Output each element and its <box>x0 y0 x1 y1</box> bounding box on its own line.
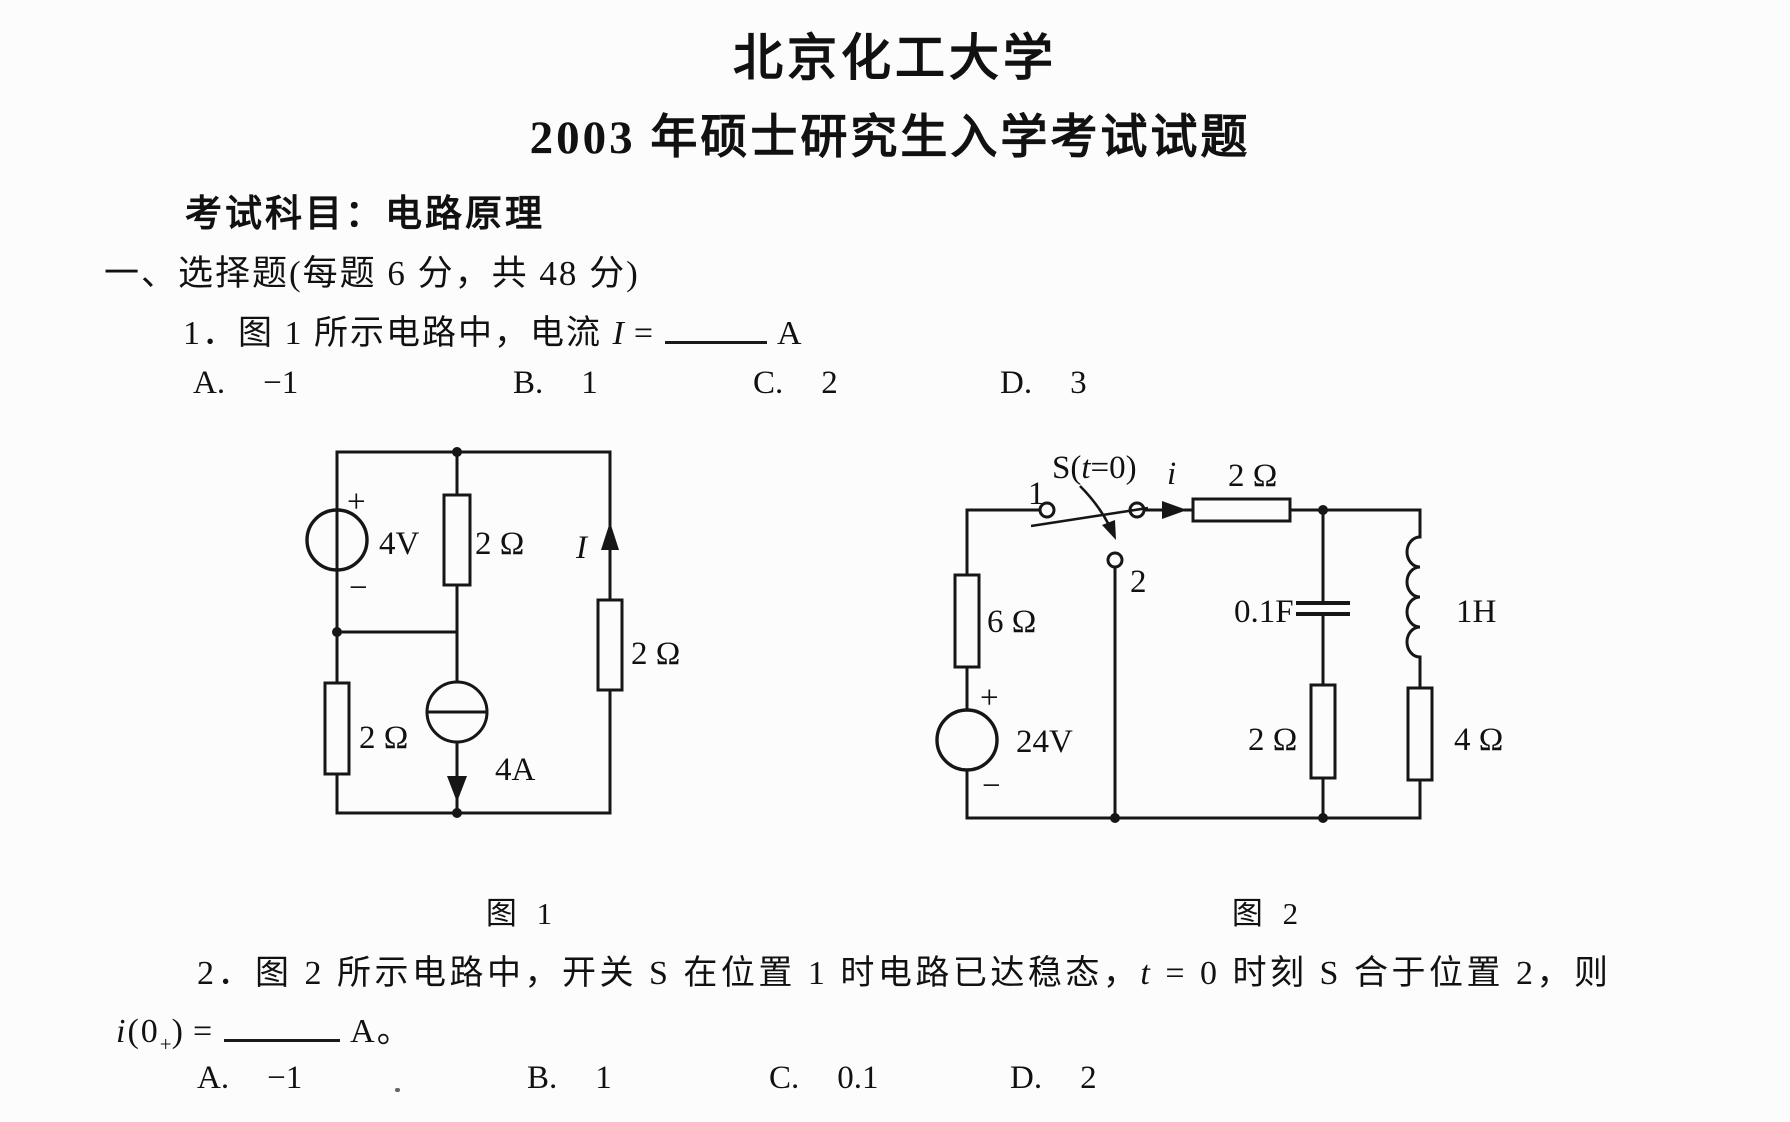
fig2-switch-motion-arrow <box>1102 520 1116 540</box>
fig1-right-resistor: 2 Ω <box>596 598 680 692</box>
fig1-middle-resistor-label: 2 Ω <box>475 526 524 562</box>
fig2-series-resistor-label: 2 Ω <box>1228 458 1277 494</box>
fig1-middle-resistor: 2 Ω <box>442 493 524 587</box>
fig2-minus-sign: − <box>982 768 1001 804</box>
figure-1-caption: 图 1 <box>485 896 559 931</box>
fig2-plus-sign: + <box>980 680 999 716</box>
q1-equals: = <box>633 315 656 352</box>
q1-option-a-value: −1 <box>263 365 299 401</box>
fig2-current-variable: i <box>1167 456 1176 492</box>
fig1-left-resistor-label: 2 Ω <box>359 720 408 756</box>
fig2-switch: 1 2 S(t=0) <box>1028 450 1149 600</box>
fig1-voltage-source-label: 4V <box>379 526 420 562</box>
q2-option-b-value: 1 <box>595 1060 612 1096</box>
q2-option-c: C. 0.1 <box>769 1060 879 1097</box>
fig1-current-source-arrow <box>447 776 467 802</box>
fig2-node-dots <box>1110 505 1328 823</box>
q1-unit: A <box>777 315 804 352</box>
fig1-current-source-label: 4A <box>495 752 536 788</box>
q2-option-b: B. 1 <box>527 1060 612 1097</box>
fig2-switch-terminal-2 <box>1106 551 1124 569</box>
q1-answer-blank <box>665 309 768 344</box>
page-title: 北京化工大学 <box>733 30 1057 86</box>
fig1-wires <box>335 450 612 815</box>
question-2-prompt: 2．图 2 所示电路中，开关 S 在位置 1 时电路已达稳态，t = 0 时刻 … <box>197 945 1611 994</box>
fig2-left-resistor: 6 Ω <box>953 573 1036 669</box>
fig2-inductor: 1H <box>1405 535 1496 659</box>
fig1-plus-sign: + <box>347 484 366 520</box>
q2-option-a: A. −1 <box>197 1060 302 1097</box>
q1-option-c-value: 2 <box>821 365 838 401</box>
fig1-minus-sign: − <box>349 570 368 606</box>
figure-1-circuit-diagram: + − 4V 2 Ω 2 Ω 2 Ω 4A I <box>305 447 680 818</box>
fig2-voltage-source: + − 24V <box>935 680 1073 804</box>
scan-speck <box>395 1088 400 1092</box>
section-heading: 一、选择题(每题 6 分，共 48 分) <box>104 254 640 293</box>
q2-text-2: = 0 时刻 S 合于位置 2，则 <box>1153 955 1612 992</box>
q2-option-a-label: A. <box>197 1060 230 1096</box>
q2-expr-close: ) <box>171 1013 185 1050</box>
question-1-prompt: 1．图 1 所示电路中，电流 I= A <box>183 305 804 354</box>
subject-line: 考试科目：电路原理 <box>185 193 545 234</box>
q1-text: 1．图 1 所示电路中，电流 <box>183 315 602 352</box>
fig2-position-2-label: 2 <box>1130 564 1147 600</box>
fig1-voltage-source: + − 4V <box>305 484 420 606</box>
q2-option-d: D. 2 <box>1010 1060 1097 1097</box>
q2-option-d-label: D. <box>1010 1060 1043 1096</box>
fig1-node-dots <box>332 447 462 818</box>
q2-expr-subscript: + <box>159 1032 172 1056</box>
question-2-expression: i(0+)= A。 <box>116 1003 413 1057</box>
q1-current-variable: I <box>612 315 626 352</box>
q2-time-variable: t <box>1140 955 1154 992</box>
q2-option-c-label: C. <box>769 1060 800 1096</box>
q1-option-d-value: 3 <box>1070 365 1087 401</box>
figure-2-circuit-diagram: 1 2 S(t=0) i 2 Ω 0.1F 1H 6 Ω <box>935 450 1503 823</box>
figure-2-caption: 图 2 <box>1231 896 1305 931</box>
fig2-wires <box>965 508 1422 820</box>
fig2-left-resistor-label: 6 Ω <box>987 604 1036 640</box>
q1-option-a-label: A. <box>193 365 226 401</box>
fig1-left-resistor: 2 Ω <box>323 681 408 776</box>
q2-answer-blank <box>224 1007 341 1042</box>
q1-option-a: A. −1 <box>193 365 298 402</box>
q1-option-d-label: D. <box>1000 365 1033 401</box>
fig2-switch-terminal-1 <box>1038 501 1056 519</box>
q2-option-a-value: −1 <box>267 1060 303 1096</box>
q2-current-variable: i <box>116 1013 128 1050</box>
fig1-right-resistor-label: 2 Ω <box>631 636 680 672</box>
fig2-ind-branch-resistor: 4 Ω <box>1406 686 1503 782</box>
q1-option-b: B. 1 <box>513 365 598 402</box>
fig2-position-1-label: 1 <box>1028 476 1045 512</box>
fig2-current-arrow: i <box>1142 456 1195 519</box>
q1-option-d: D. 3 <box>1000 365 1087 402</box>
fig2-series-resistor: 2 Ω <box>1191 458 1292 523</box>
fig2-switch-motion-arc <box>1079 485 1111 526</box>
fig1-branch-current-arrow: I <box>575 522 619 566</box>
fig1-current-source: 4A <box>425 680 536 802</box>
fig2-switch-label: S(t=0) <box>1052 450 1137 486</box>
q1-option-b-value: 1 <box>581 365 598 401</box>
fig2-capacitor: 0.1F <box>1234 594 1350 630</box>
q1-option-c: C. 2 <box>753 365 838 402</box>
fig2-cap-branch-resistor: 2 Ω <box>1248 683 1337 780</box>
page-subtitle: 2003 年硕士研究生入学考试试题 <box>529 112 1251 164</box>
fig2-ind-branch-resistor-label: 4 Ω <box>1454 722 1503 758</box>
fig2-inductor-label: 1H <box>1456 594 1496 630</box>
q1-option-c-label: C. <box>753 365 784 401</box>
fig2-capacitor-label: 0.1F <box>1234 594 1294 630</box>
q2-option-d-value: 2 <box>1080 1060 1097 1096</box>
fig2-switch-blade <box>1030 506 1149 528</box>
q1-option-b-label: B. <box>513 365 544 401</box>
q2-option-c-value: 0.1 <box>837 1060 879 1096</box>
fig1-current-variable: I <box>575 530 589 566</box>
q2-option-b-label: B. <box>527 1060 558 1096</box>
fig2-voltage-source-label: 24V <box>1016 724 1073 760</box>
fig2-cap-branch-resistor-label: 2 Ω <box>1248 722 1297 758</box>
q2-equals: = <box>192 1013 215 1050</box>
q2-unit: A。 <box>350 1013 413 1050</box>
q2-expr-open: (0 <box>127 1013 160 1050</box>
q2-text-1: 2．图 2 所示电路中，开关 S 在位置 1 时电路已达稳态， <box>197 955 1141 992</box>
